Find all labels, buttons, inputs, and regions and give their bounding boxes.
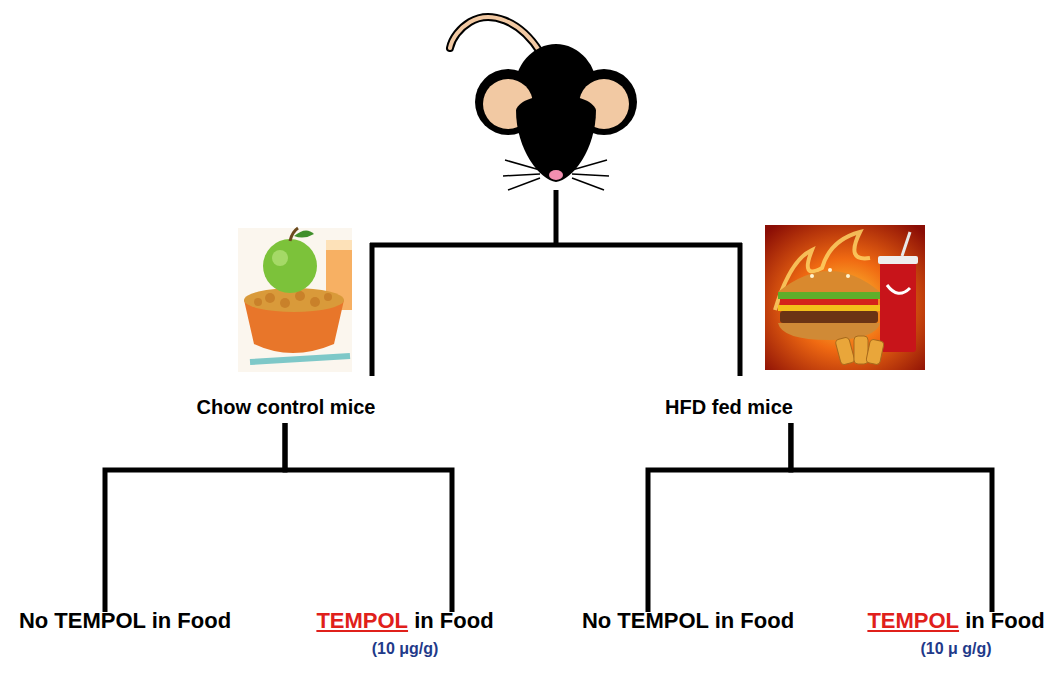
dose-label: (10 μ g/g) [867,640,1044,658]
group-label: HFD fed mice [659,392,799,423]
chow-food-picture [238,228,352,372]
label-text: No TEMPOL in Food [19,608,231,634]
mouse-illustration [450,17,637,190]
tree-connector [648,423,791,612]
tree-line [370,190,742,376]
treatment-label: No TEMPOL in Food [576,604,800,638]
label-row: TEMPOLin Food [867,608,1044,634]
group-label: Chow control mice [191,392,382,423]
treatment-label: TEMPOLin Food (10 μg/g) [310,604,499,662]
hfd-food-picture [765,225,925,370]
tree-connector [105,423,285,612]
drug-name: TEMPOL [867,608,959,633]
label-text: HFD fed mice [665,396,793,419]
tree-connector [285,423,452,612]
treatment-label: No TEMPOL in Food [13,604,237,638]
tree-connector [791,423,992,612]
label-text: Chow control mice [197,396,376,419]
treatment-text: in Food [965,608,1044,633]
label-row: TEMPOLin Food [316,608,493,634]
label-text: No TEMPOL in Food [582,608,794,634]
drug-name: TEMPOL [316,608,408,633]
dose-label: (10 μg/g) [316,640,493,658]
treatment-label: TEMPOLin Food (10 μ g/g) [861,604,1050,662]
treatment-text: in Food [414,608,493,633]
